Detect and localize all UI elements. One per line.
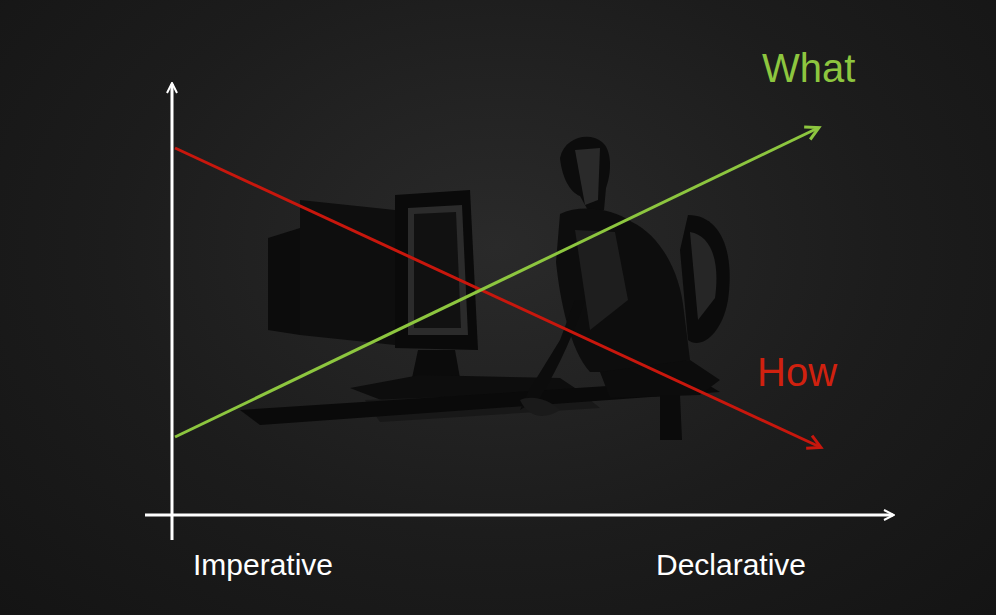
x-axis	[145, 514, 893, 517]
axis-label: Imperative	[193, 550, 333, 580]
what-label: What	[762, 48, 855, 88]
how-label: How	[757, 352, 837, 392]
y-axis	[171, 84, 174, 540]
what-trend-line	[175, 128, 818, 437]
how-trend-line	[175, 148, 820, 447]
axis-label: Declarative	[656, 550, 806, 580]
